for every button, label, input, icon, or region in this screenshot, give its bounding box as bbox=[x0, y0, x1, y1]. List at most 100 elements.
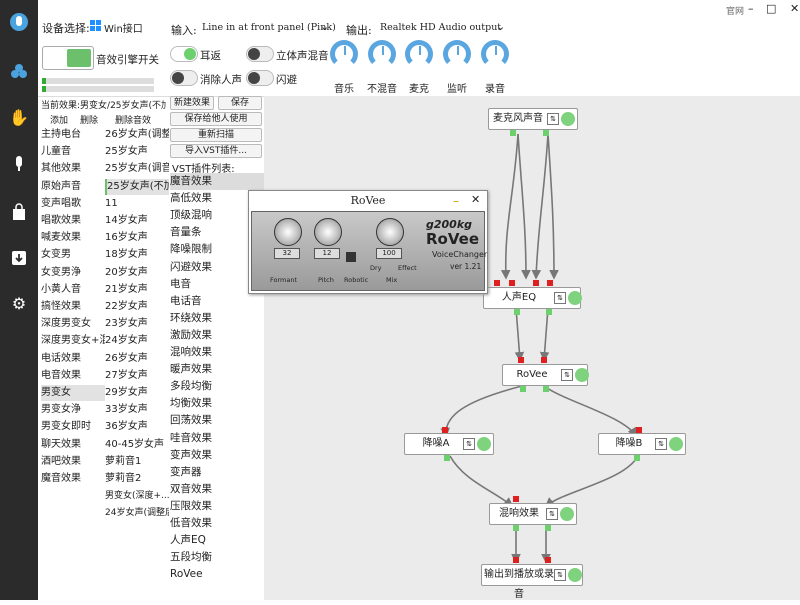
device-select[interactable]: Win接口 bbox=[104, 24, 143, 35]
vst-plugin-item[interactable]: 变声器 bbox=[170, 465, 202, 478]
vst-plugin-item[interactable]: 压限效果 bbox=[170, 499, 212, 512]
plugin-window-title[interactable]: RoVee bbox=[350, 194, 386, 207]
node-status-led[interactable] bbox=[561, 112, 575, 126]
vst-plugin-item[interactable]: 高低效果 bbox=[170, 192, 212, 205]
effect-preset-item[interactable]: 24岁女声 bbox=[105, 335, 148, 347]
port[interactable] bbox=[636, 427, 642, 433]
category-item[interactable]: 喊麦效果 bbox=[41, 232, 81, 244]
port[interactable] bbox=[513, 557, 519, 563]
effect-preset-item[interactable]: 23岁女声 bbox=[105, 318, 148, 330]
category-item[interactable]: 女变男 bbox=[41, 249, 71, 261]
ducking-toggle[interactable] bbox=[246, 70, 274, 86]
add-category-button[interactable]: 添加 bbox=[50, 116, 69, 126]
pitch-knob[interactable] bbox=[314, 218, 342, 246]
port[interactable] bbox=[444, 455, 450, 461]
vst-plugin-item[interactable]: 双音效果 bbox=[170, 482, 212, 495]
category-item[interactable]: 儿童音 bbox=[41, 146, 71, 158]
listen-knob[interactable] bbox=[443, 40, 471, 68]
port[interactable] bbox=[494, 280, 500, 286]
category-item[interactable]: 电音效果 bbox=[41, 369, 81, 381]
microphone-icon[interactable] bbox=[9, 154, 29, 174]
node-status-led[interactable] bbox=[477, 437, 491, 451]
port[interactable] bbox=[533, 280, 539, 286]
vst-plugin-item[interactable]: 回荡效果 bbox=[170, 414, 212, 427]
effect-preset-item[interactable]: 20岁女声 bbox=[105, 266, 148, 278]
effect-preset-item[interactable]: 22岁女声 bbox=[105, 301, 148, 312]
vst-plugin-item[interactable]: 降噪限制 bbox=[170, 243, 212, 256]
hand-icon[interactable]: ✋ bbox=[9, 108, 29, 127]
effect-preset-item[interactable]: 25岁女声(不加... bbox=[105, 178, 169, 195]
node-status-led[interactable] bbox=[575, 368, 589, 382]
save-button[interactable]: 保存 bbox=[218, 96, 262, 110]
vst-plugin-item[interactable]: 魔音效果 bbox=[170, 173, 264, 190]
vst-plugin-item[interactable]: 变声效果 bbox=[170, 448, 212, 461]
port[interactable] bbox=[510, 130, 516, 136]
port[interactable] bbox=[509, 280, 515, 286]
vst-plugin-item[interactable]: 暖声效果 bbox=[170, 363, 212, 376]
effect-preset-item[interactable]: 26岁女声 bbox=[105, 352, 148, 364]
close-button[interactable]: ✕ bbox=[790, 2, 800, 15]
effects-icon[interactable] bbox=[9, 62, 29, 82]
category-item[interactable]: 酒吧效果 bbox=[41, 455, 81, 467]
effect-preset-item[interactable]: 36岁女声 bbox=[105, 421, 148, 433]
node-settings-icon[interactable]: ⇅ bbox=[561, 369, 573, 381]
node-settings-icon[interactable]: ⇅ bbox=[546, 508, 558, 520]
new-effect-button[interactable]: 新建效果 bbox=[170, 96, 214, 110]
category-item[interactable]: 原始声音 bbox=[41, 180, 81, 192]
remove-vocal-toggle[interactable] bbox=[170, 70, 198, 86]
node-vocal-eq[interactable]: 人声EQ ⇅ bbox=[483, 287, 582, 309]
port[interactable] bbox=[546, 309, 552, 315]
vst-plugin-item[interactable]: 闪避效果 bbox=[170, 260, 212, 273]
port[interactable] bbox=[545, 557, 551, 563]
delete-category-button[interactable]: 删除 bbox=[80, 116, 99, 126]
maximize-button[interactable]: □ bbox=[766, 2, 777, 15]
port[interactable] bbox=[543, 386, 549, 392]
download-icon[interactable] bbox=[9, 248, 29, 268]
input-chevron-down-icon[interactable]: ⌄ bbox=[320, 20, 330, 33]
vst-plugin-item[interactable]: RoVee bbox=[170, 568, 203, 581]
minimize-button[interactable]: – bbox=[748, 2, 754, 15]
node-denoise-a[interactable]: 降噪A ⇅ bbox=[404, 433, 494, 455]
mic-logo-icon[interactable] bbox=[9, 12, 29, 32]
port[interactable] bbox=[513, 525, 519, 531]
effect-preset-item[interactable]: 16岁女声 bbox=[105, 232, 148, 244]
engine-switch[interactable] bbox=[42, 46, 94, 70]
save-for-others-button[interactable]: 保存给他人使用 bbox=[170, 112, 262, 126]
node-settings-icon[interactable]: ⇅ bbox=[547, 113, 559, 125]
port[interactable] bbox=[514, 309, 520, 315]
vst-plugin-item[interactable]: 均衡效果 bbox=[170, 397, 212, 410]
robotic-switch[interactable] bbox=[346, 252, 356, 262]
node-settings-icon[interactable]: ⇅ bbox=[655, 438, 667, 450]
node-output[interactable]: 输出到播放或录音 ⇅ bbox=[481, 564, 583, 600]
effect-preset-item[interactable]: 11 bbox=[105, 197, 118, 209]
music-knob[interactable] bbox=[330, 40, 358, 68]
gear-icon[interactable]: ⚙ bbox=[11, 294, 27, 313]
vst-plugin-item[interactable]: 多段均衡 bbox=[170, 380, 212, 393]
output-chevron-down-icon[interactable]: ⌄ bbox=[496, 20, 506, 33]
node-settings-icon[interactable]: ⇅ bbox=[463, 438, 475, 450]
plugin-minimize-button[interactable]: – bbox=[453, 194, 459, 208]
node-rovee[interactable]: RoVee ⇅ bbox=[502, 364, 589, 386]
vst-plugin-item[interactable]: 顶级混响 bbox=[170, 209, 212, 222]
category-item[interactable]: 男变女 bbox=[41, 385, 105, 401]
node-mic-input[interactable]: 麦克风声音 ⇅ bbox=[488, 108, 578, 130]
category-item[interactable]: 主持电台 bbox=[41, 129, 81, 140]
node-status-led[interactable] bbox=[669, 437, 683, 451]
effect-preset-item[interactable]: 27岁女声 bbox=[105, 369, 148, 381]
port[interactable] bbox=[634, 455, 640, 461]
effect-preset-item[interactable]: 25岁女声 bbox=[105, 146, 148, 158]
node-reverb[interactable]: 混响效果 ⇅ bbox=[489, 503, 577, 525]
node-settings-icon[interactable]: ⇅ bbox=[554, 569, 566, 581]
port[interactable] bbox=[545, 525, 551, 531]
category-item[interactable]: 搞怪效果 bbox=[41, 301, 81, 312]
effect-preset-item[interactable]: 萝莉音1 bbox=[105, 455, 142, 467]
monitor-toggle[interactable] bbox=[170, 46, 198, 62]
effect-preset-item[interactable]: 29岁女声 bbox=[105, 387, 148, 398]
effect-preset-item[interactable]: 33岁女声 bbox=[105, 404, 148, 416]
no-mix-knob[interactable] bbox=[368, 40, 396, 68]
port[interactable] bbox=[541, 357, 547, 363]
effect-preset-item[interactable]: 24岁女声(调整后) bbox=[105, 508, 169, 519]
port[interactable] bbox=[442, 427, 448, 433]
input-select[interactable]: Line in at front panel (Pink) bbox=[202, 22, 336, 33]
category-item[interactable]: 女变男浄 bbox=[41, 266, 81, 278]
